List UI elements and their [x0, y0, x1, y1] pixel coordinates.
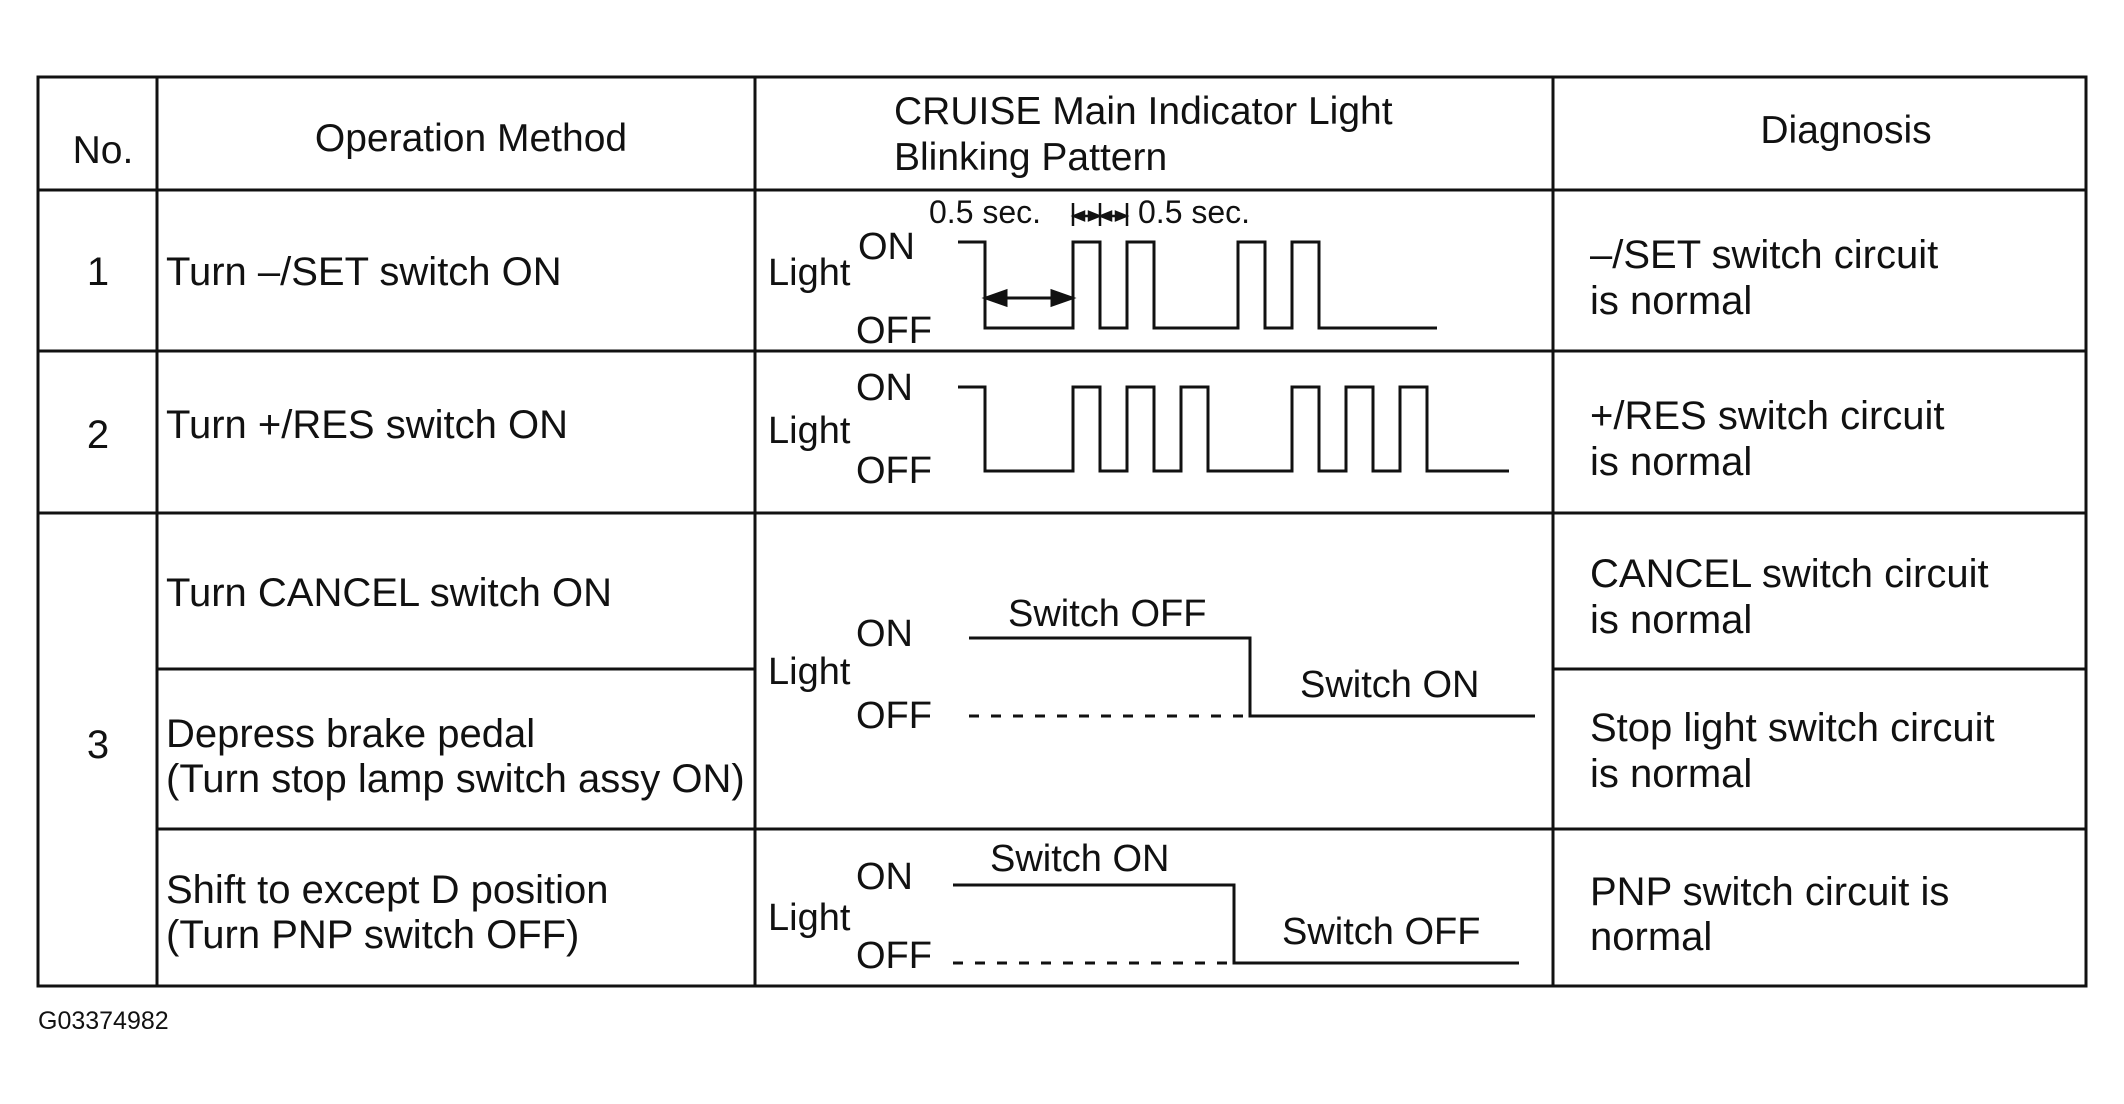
row-2-blink-pattern: Light ON OFF	[768, 367, 1509, 492]
row-2-diagnosis-line-1: +/RES switch circuit	[1590, 394, 1945, 438]
row-1-operation: Turn –/SET switch ON	[166, 250, 562, 294]
figure-id: G03374982	[38, 1007, 169, 1035]
row-3a-diagnosis-line-1: CANCEL switch circuit	[1590, 552, 1989, 596]
header-operation-method: Operation Method	[315, 117, 627, 160]
row-1-diagnosis-line-2: is normal	[1590, 279, 1752, 323]
row-3c-operation-line-2: (Turn PNP switch OFF)	[166, 913, 579, 957]
row-3-number: 3	[87, 723, 109, 767]
row-2: 2 Turn +/RES switch ON +/RES switch circ…	[87, 367, 1945, 492]
row-3c-switch-off-label: Switch OFF	[1282, 911, 1480, 953]
row-3-on-label: ON	[856, 613, 913, 655]
row-3b-diagnosis-line-2: is normal	[1590, 752, 1752, 796]
header-no: No.	[73, 129, 134, 172]
table-border	[36, 75, 2088, 988]
row-1-interval-label-2: 0.5 sec.	[1138, 194, 1250, 230]
header-diagnosis: Diagnosis	[1760, 109, 1931, 152]
row-3b-operation-line-1: Depress brake pedal	[166, 712, 535, 756]
row-2-operation: Turn +/RES switch ON	[166, 403, 568, 447]
table-grid	[36, 75, 2088, 988]
row-2-diagnosis-line-2: is normal	[1590, 440, 1752, 484]
row-3-light-label: Light	[768, 651, 851, 693]
row-2-number: 2	[87, 413, 109, 457]
row-3c-diagnosis-line-1: PNP switch circuit is	[1590, 870, 1949, 914]
table-header: No. Operation Method CRUISE Main Indicat…	[73, 90, 1932, 179]
header-pattern-line-2: Blinking Pattern	[894, 136, 1167, 179]
row-3-step-pattern: Light ON OFF Switch OFF Switch ON	[768, 593, 1535, 737]
row-3: 3 Turn CANCEL switch ON CANCEL switch ci…	[87, 552, 1995, 977]
row-3c-step-pattern: Light ON OFF Switch ON Switch OFF	[768, 838, 1519, 977]
row-3c-operation-line-1: Shift to except D position	[166, 868, 608, 912]
row-3c-on-label: ON	[856, 856, 913, 898]
row-1-number: 1	[87, 250, 109, 294]
row-1: 1 Turn –/SET switch ON –/SET switch circ…	[87, 194, 1938, 352]
row-1-on-label: ON	[858, 226, 915, 268]
row-3b-diagnosis-line-1: Stop light switch circuit	[1590, 706, 1995, 750]
row-3c-diagnosis-line-2: normal	[1590, 915, 1712, 959]
row-2-blink-waveform	[958, 385, 1509, 473]
row-1-interval-arrow-1	[981, 288, 1077, 308]
row-3-step-waveform	[969, 636, 1535, 718]
row-2-light-label: Light	[768, 410, 851, 452]
row-3c-off-label: OFF	[856, 935, 932, 977]
row-1-light-label: Light	[768, 252, 851, 294]
row-3b-operation-line-2: (Turn stop lamp switch assy ON)	[166, 757, 745, 801]
row-3-switch-on-label: Switch ON	[1300, 664, 1479, 706]
row-1-off-label: OFF	[856, 310, 932, 352]
header-pattern-line-1: CRUISE Main Indicator Light	[894, 90, 1393, 133]
row-1-interval-label-1: 0.5 sec.	[929, 194, 1041, 230]
row-3a-operation: Turn CANCEL switch ON	[166, 571, 612, 615]
row-3-switch-off-label: Switch OFF	[1008, 593, 1206, 635]
row-2-on-label: ON	[856, 367, 913, 409]
row-2-off-label: OFF	[856, 450, 932, 492]
row-3a-diagnosis-line-2: is normal	[1590, 598, 1752, 642]
row-3-off-label: OFF	[856, 695, 932, 737]
row-3c-light-label: Light	[768, 897, 851, 939]
row-1-diagnosis-line-1: –/SET switch circuit	[1590, 233, 1938, 277]
row-3c-switch-on-label: Switch ON	[990, 838, 1169, 880]
row-3c-step-waveform	[953, 883, 1519, 965]
row-1-blink-pattern: Light ON OFF 0.5 sec. 0.5 sec.	[768, 194, 1437, 352]
row-1-interval-arrow-2	[1070, 203, 1130, 226]
row-1-blink-waveform	[958, 240, 1437, 330]
